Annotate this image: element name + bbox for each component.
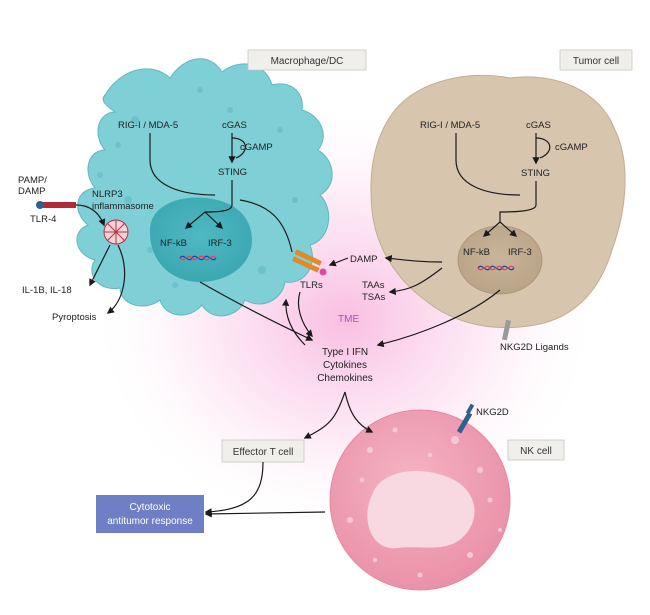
- center-line3: Chemokines: [317, 373, 373, 384]
- nkg2d-ligand-stub: [501, 319, 512, 341]
- nkg2d-receptor: [456, 403, 475, 434]
- macrophage-nucleus: [149, 197, 252, 282]
- nlrp3-label-1: NLRP3: [92, 189, 123, 200]
- tumor-nfkb-label: NF-kB: [463, 247, 490, 258]
- nk-label: NK cell: [520, 446, 552, 457]
- pyroptosis-label: Pyroptosis: [52, 312, 97, 323]
- macro-dna-icon: [179, 255, 217, 261]
- center-to-nk: [344, 391, 374, 433]
- tumor-cgamp-label: cGAMP: [555, 142, 588, 153]
- macro-rig-arrow: [149, 133, 216, 196]
- macrophage-cell: [76, 58, 333, 317]
- center-to-effector-t: [303, 391, 346, 439]
- effector-t-label: Effector T cell: [233, 447, 294, 458]
- tlrs-label: TLRs: [300, 280, 323, 291]
- tumor-label: Tumor cell: [573, 56, 619, 67]
- effector-t-to-response: [204, 461, 264, 516]
- tumor-cgamp-curve: [535, 137, 551, 159]
- tumor-to-damp: [384, 255, 443, 263]
- center-to-macro: [282, 298, 306, 346]
- macro-sting-label: STING: [218, 167, 247, 178]
- macro-rig-label: RIG-I / MDA-5: [118, 120, 178, 131]
- nkg2d-label: NKG2D: [476, 407, 509, 418]
- macro-fork-irf3: [204, 211, 224, 229]
- macro-irf3-label: IRF-3: [208, 238, 232, 249]
- macro-nucleus-to-center: [199, 281, 314, 341]
- tumor-dna-icon: [477, 265, 515, 271]
- tumor-cgas-label: cGAS: [526, 120, 551, 131]
- tme-label: TME: [338, 314, 359, 325]
- tlrs-receptor-icon: [292, 249, 327, 276]
- nk-granules: [347, 427, 502, 578]
- tlr4-receptor-icon: [36, 201, 76, 209]
- tumor-fork-irf3: [499, 221, 518, 237]
- pamp-label-1: PAMP/: [18, 175, 47, 186]
- nk-nucleus: [367, 471, 475, 549]
- macro-tlr-signal: [239, 199, 293, 253]
- nk-to-response: [204, 510, 326, 518]
- damp-to-tlrs: [328, 257, 349, 267]
- macro-fork-nfkb: [184, 211, 206, 229]
- tumor-sting-label: STING: [521, 168, 550, 179]
- pamp-label-2: DAMP: [18, 186, 45, 197]
- macrophage-label-box: Macrophage/DC: [247, 49, 367, 71]
- inflammasome-to-pyroptosis: [106, 244, 126, 314]
- tlr4-to-inflammasome: [75, 204, 106, 227]
- macro-cgamp-label: cGAMP: [240, 142, 273, 153]
- tlrs-to-center: [297, 291, 313, 338]
- response-line1: Cytotoxic: [129, 502, 170, 513]
- macro-nfkb-label: NF-kB: [160, 238, 187, 249]
- macro-cgas-label: cGAS: [222, 120, 247, 131]
- damp-label: DAMP: [350, 254, 377, 265]
- center-line1: Type I IFN: [322, 347, 368, 358]
- tumor-label-box: Tumor cell: [559, 49, 633, 71]
- nk-label-box: NK cell: [507, 439, 565, 461]
- tumor-cell: [370, 74, 626, 329]
- macro-sting-arrow: [204, 180, 233, 213]
- tumor-nucleus-to-center: [376, 289, 501, 348]
- tlr4-label: TLR-4: [30, 214, 56, 225]
- nkg2d-ligands-label: NKG2D Ligands: [500, 342, 569, 353]
- tumor-nucleus: [457, 225, 543, 295]
- taas-label: TAAs: [362, 280, 385, 291]
- il-label: IL-1B, IL-18: [22, 285, 72, 296]
- tsas-label: TSAs: [362, 292, 385, 303]
- macrophage-label: Macrophage/DC: [271, 56, 344, 67]
- tumor-rig-label: RIG-I / MDA-5: [420, 120, 480, 131]
- tumor-rig-arrow: [455, 133, 521, 196]
- tumor-to-antigens: [388, 267, 443, 296]
- inflammasome-icon: [103, 219, 129, 245]
- response-line2: antitumor response: [107, 516, 193, 527]
- tumor-sting-arrow: [499, 181, 537, 222]
- inflammasome-to-il: [89, 244, 111, 287]
- tumor-irf3-label: IRF-3: [508, 247, 532, 258]
- center-line2: Cytokines: [323, 360, 367, 371]
- response-box: Cytotoxic antitumor response: [96, 495, 204, 533]
- effector-t-label-box: Effector T cell: [221, 439, 305, 463]
- macro-cgamp-curve: [231, 137, 246, 159]
- nlrp3-label-2: inflammasome: [92, 201, 154, 212]
- tumor-fork-nfkb: [482, 221, 501, 237]
